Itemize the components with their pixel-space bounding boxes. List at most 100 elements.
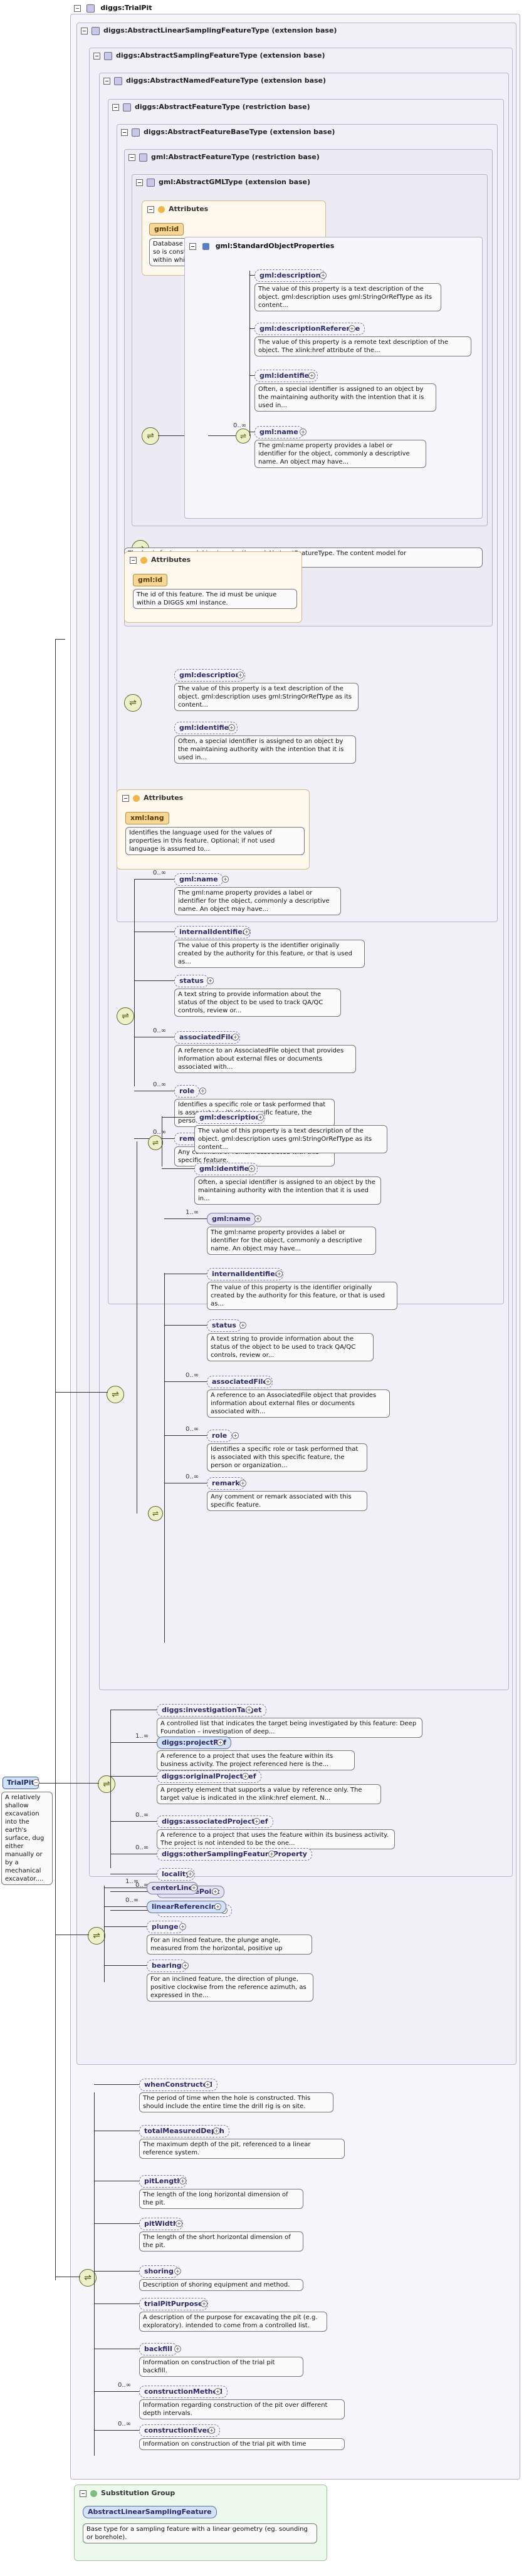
- element-remark[interactable]: remark: [207, 1477, 245, 1490]
- choice-compositor-icon[interactable]: ⇌: [236, 428, 251, 444]
- element-internalidentifier[interactable]: internalIdentifier: [174, 926, 251, 938]
- expand-icon[interactable]: +: [201, 2300, 207, 2307]
- collapse-icon[interactable]: −: [121, 128, 128, 136]
- choice-compositor-icon[interactable]: ⇌: [148, 1506, 163, 1521]
- expand-icon[interactable]: +: [265, 1378, 271, 1385]
- collapse-icon[interactable]: −: [112, 103, 119, 111]
- collapse-icon[interactable]: −: [81, 27, 88, 34]
- element-associatedfile[interactable]: associatedFile: [174, 1031, 240, 1044]
- element-status[interactable]: status: [207, 1319, 241, 1332]
- element-gml-descriptionreference[interactable]: gml:descriptionReference: [254, 323, 365, 335]
- element-constructionmethod[interactable]: constructionMethod: [139, 2386, 228, 2398]
- sequence-compositor-icon[interactable]: ⇌: [107, 1386, 124, 1403]
- expand-icon[interactable]: +: [300, 428, 307, 435]
- sequence-compositor-icon[interactable]: ⇌: [142, 427, 159, 445]
- expand-icon[interactable]: +: [254, 1215, 261, 1222]
- expand-icon[interactable]: +: [208, 2427, 215, 2434]
- collapse-toggle-icon[interactable]: −: [74, 5, 81, 12]
- expand-icon[interactable]: +: [246, 1706, 253, 1713]
- expand-icon[interactable]: +: [176, 2220, 182, 2227]
- collapse-icon[interactable]: −: [128, 153, 135, 161]
- element-totalmeasureddepth[interactable]: totalMeasuredDepth: [139, 2125, 229, 2137]
- expand-icon[interactable]: +: [248, 1165, 255, 1172]
- element-gml-name[interactable]: gml:name: [254, 426, 303, 439]
- element-shoring[interactable]: shoring: [139, 2265, 179, 2278]
- expand-icon[interactable]: −: [33, 1779, 39, 1786]
- element-gml-identifier[interactable]: gml:identifier: [174, 722, 238, 734]
- expand-icon[interactable]: +: [214, 1903, 221, 1910]
- element-linearreferencing[interactable]: linearReferencing: [147, 1901, 226, 1913]
- expand-icon[interactable]: +: [239, 1322, 246, 1329]
- expand-icon[interactable]: +: [222, 876, 229, 883]
- expand-icon[interactable]: +: [257, 1114, 264, 1121]
- expand-icon[interactable]: +: [268, 1851, 275, 1857]
- attribute-xml-lang[interactable]: xml:lang: [125, 812, 169, 824]
- element-pitwidth[interactable]: pitWidth: [139, 2218, 183, 2230]
- expand-icon[interactable]: +: [179, 2178, 186, 2184]
- collapse-icon[interactable]: −: [103, 77, 110, 85]
- element-role[interactable]: role: [207, 1430, 233, 1442]
- expand-icon[interactable]: +: [232, 1034, 239, 1041]
- element-bearing[interactable]: bearing: [147, 1960, 187, 1972]
- collapse-icon[interactable]: −: [93, 52, 100, 60]
- expand-icon[interactable]: +: [212, 1888, 219, 1895]
- element-gml-description[interactable]: gml:description: [254, 269, 326, 282]
- expand-icon[interactable]: +: [232, 1432, 239, 1439]
- element-gml-name[interactable]: gml:name: [174, 873, 223, 886]
- expand-icon[interactable]: +: [179, 1923, 186, 1930]
- element-gml-description[interactable]: gml:description: [194, 1111, 266, 1124]
- collapse-icon[interactable]: −: [80, 2490, 86, 2497]
- element-centerline[interactable]: centerLine: [147, 1882, 199, 1894]
- element-plunge[interactable]: plunge: [147, 1921, 184, 1933]
- expand-icon[interactable]: +: [191, 1884, 197, 1891]
- element-diggs-associatedprojectref[interactable]: diggs:associatedProjectRef: [157, 1815, 273, 1828]
- element-diggs-originalprojectref[interactable]: diggs:originalProjectRef: [157, 1770, 261, 1783]
- expand-icon[interactable]: +: [348, 325, 355, 332]
- element-gml-description[interactable]: gml:description: [174, 669, 246, 682]
- expand-icon[interactable]: +: [204, 2081, 211, 2088]
- expand-icon[interactable]: +: [174, 2268, 181, 2275]
- expand-icon[interactable]: +: [214, 2388, 221, 2395]
- sequence-compositor-icon[interactable]: ⇌: [88, 1927, 105, 1945]
- expand-icon[interactable]: +: [253, 1818, 260, 1825]
- element-associatedfile[interactable]: associatedFile: [207, 1376, 273, 1388]
- expand-icon[interactable]: +: [217, 1739, 224, 1746]
- collapse-icon[interactable]: −: [122, 794, 129, 802]
- sequence-compositor-icon[interactable]: ⇌: [79, 2269, 97, 2287]
- expand-icon[interactable]: +: [237, 672, 244, 678]
- element-status[interactable]: status: [174, 975, 209, 987]
- element-trialpitpurpose[interactable]: trialPitPurpose: [139, 2298, 208, 2310]
- substitution-member[interactable]: AbstractLinearSamplingFeature: [83, 2506, 217, 2518]
- collapse-icon[interactable]: −: [147, 205, 154, 213]
- element-whenconstructed[interactable]: whenConstructed: [139, 2079, 217, 2091]
- expand-icon[interactable]: +: [182, 1962, 189, 1969]
- expand-icon[interactable]: +: [174, 2345, 181, 2352]
- expand-icon[interactable]: +: [243, 928, 250, 935]
- element-role[interactable]: role: [174, 1085, 200, 1098]
- expand-icon[interactable]: +: [242, 1773, 249, 1780]
- attribute-gml-id[interactable]: gml:id: [149, 223, 184, 236]
- expand-icon[interactable]: +: [320, 272, 327, 279]
- element-pitlength[interactable]: pitLength: [139, 2175, 187, 2188]
- element-constructionevent[interactable]: constructionEvent: [139, 2424, 221, 2437]
- collapse-icon[interactable]: −: [136, 179, 143, 186]
- element-gml-identifier[interactable]: gml:identifier: [194, 1163, 258, 1175]
- root-type-header[interactable]: − diggs:TrialPit: [74, 4, 152, 13]
- collapse-icon[interactable]: −: [130, 556, 137, 564]
- sequence-compositor-icon[interactable]: ⇌: [98, 1775, 115, 1793]
- expand-icon[interactable]: +: [187, 1871, 194, 1877]
- expand-icon[interactable]: +: [207, 977, 214, 984]
- element-internalidentifier[interactable]: internalIdentifier: [207, 1268, 284, 1280]
- sequence-compositor-icon[interactable]: ⇌: [117, 1007, 134, 1025]
- choice-compositor-icon[interactable]: ⇌: [148, 1135, 163, 1150]
- collapse-icon[interactable]: −: [189, 243, 196, 250]
- element-gml-name[interactable]: gml:name: [207, 1213, 256, 1225]
- attribute-gml-id[interactable]: gml:id: [133, 574, 168, 586]
- expand-icon[interactable]: +: [308, 372, 315, 379]
- element-backfill[interactable]: backfill: [139, 2343, 177, 2355]
- expand-icon[interactable]: +: [199, 1088, 206, 1094]
- root-element-trialpit[interactable]: TrialPit: [3, 1777, 39, 1789]
- expand-icon[interactable]: +: [276, 1270, 283, 1277]
- sequence-compositor-icon[interactable]: ⇌: [124, 694, 142, 712]
- element-diggs-othersamplingfeatureproperty[interactable]: diggs:otherSamplingFeatureProperty: [157, 1848, 312, 1861]
